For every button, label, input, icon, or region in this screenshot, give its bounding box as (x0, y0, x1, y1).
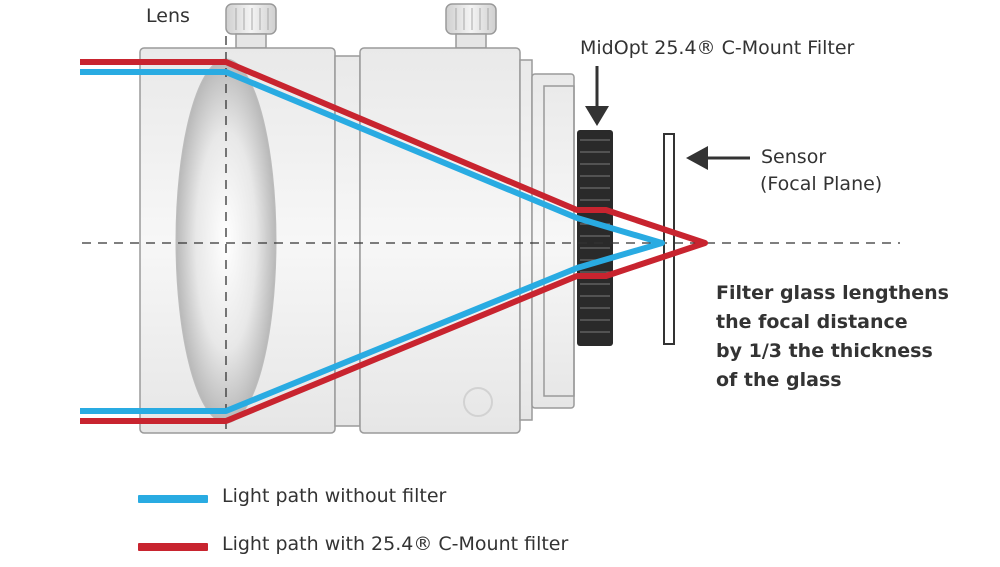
sensor-arrow (686, 146, 750, 170)
light-path-with-filter (80, 59, 708, 424)
note-line: by 1/3 the thickness (716, 340, 933, 362)
legend-label: Light path without filter (222, 485, 447, 507)
focal-plane-label: (Focal Plane) (760, 173, 883, 195)
light-path-without-filter (80, 69, 665, 414)
filter-ring (577, 130, 613, 346)
note-line: of the glass (716, 369, 842, 391)
iris-knob (445, 3, 497, 49)
lens-label: Lens (146, 5, 190, 27)
legend-swatch-red (138, 543, 208, 551)
sensor (663, 133, 675, 345)
lens-element (175, 58, 277, 424)
note-line: Filter glass lengthens (716, 282, 949, 304)
focus-knob (225, 3, 277, 49)
lens-logo-icon (463, 387, 493, 417)
legend-swatch-blue (138, 495, 208, 503)
filter-note: Filter glass lengthens the focal distanc… (716, 279, 949, 395)
sensor-label: Sensor (761, 146, 827, 168)
filter-arrow (585, 66, 609, 126)
legend-label: Light path with 25.4® C-Mount filter (222, 533, 569, 555)
filter-label: MidOpt 25.4® C-Mount Filter (580, 37, 855, 59)
note-line: the focal distance (716, 311, 908, 333)
